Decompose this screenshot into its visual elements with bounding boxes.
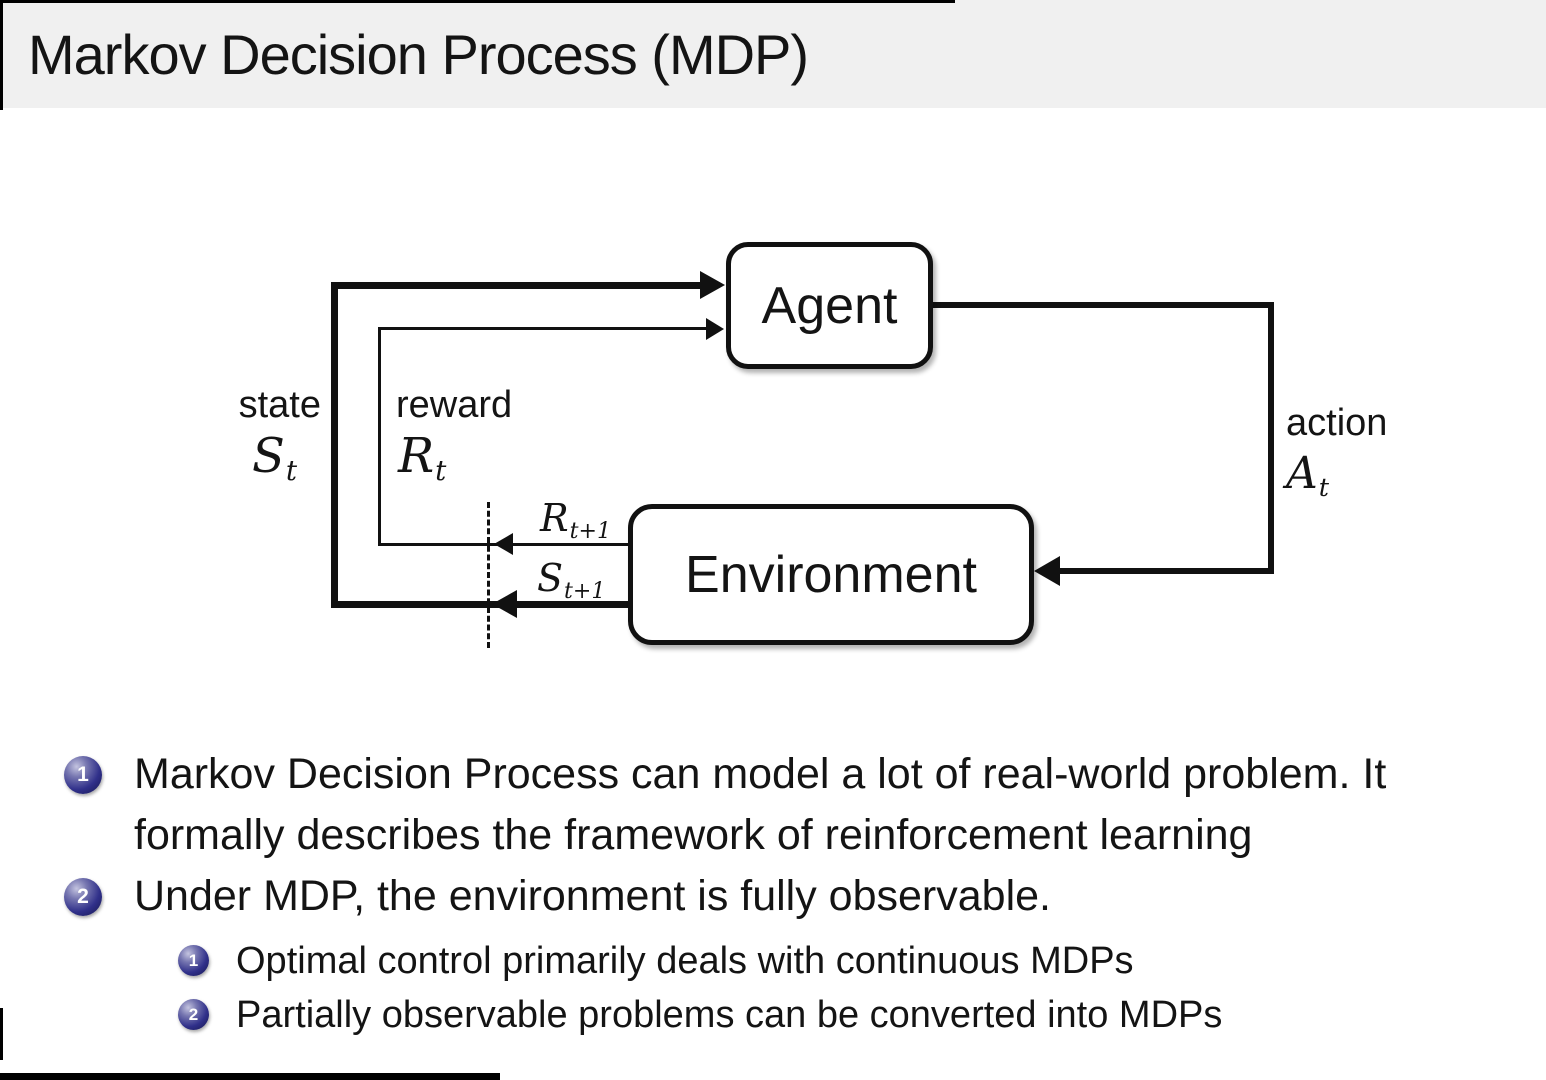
agent-label: Agent [761, 276, 898, 335]
sub-bullet-item-2: 2 Partially observable problems can be c… [178, 990, 1222, 1040]
environment-label: Environment [685, 545, 977, 604]
agent-to-action-line [928, 302, 1274, 308]
bullet-text: Under MDP, the environment is fully obse… [134, 872, 1051, 920]
state-symbol: St [252, 428, 298, 488]
state-to-agent-line [331, 282, 703, 289]
reward-to-agent-line [378, 327, 709, 330]
reward-next-symbol: Rt+1 [540, 496, 611, 544]
reward-label: reward [396, 384, 513, 426]
sub-bullet-number-badge: 1 [178, 945, 209, 976]
sub-bullet-text: Partially observable problems can be con… [236, 994, 1223, 1036]
reward-return-arrowhead-icon [494, 533, 513, 555]
state-loop-vertical-line [331, 282, 338, 608]
sub-bullet-item-1: 1 Optimal control primarily deals with c… [178, 936, 1134, 986]
state-label: state [238, 384, 321, 426]
state-to-agent-arrowhead-icon [700, 271, 725, 299]
action-to-environment-line [1050, 568, 1274, 574]
bullet-text: Markov Decision Process can model a lot … [134, 750, 1387, 859]
bullet-number-badge: 1 [64, 756, 102, 794]
title-bar: Markov Decision Process (MDP) [0, 0, 1546, 108]
frame-edge-left-bottom [0, 1008, 3, 1060]
reward-loop-vertical-line [378, 327, 381, 546]
bullet-number-badge: 2 [64, 878, 102, 916]
agent-box: Agent [726, 242, 933, 369]
frame-edge-top [0, 0, 955, 3]
sub-bullet-number-badge: 2 [178, 999, 209, 1030]
bullet-item-1: 1 Markov Decision Process can model a lo… [64, 744, 1386, 866]
slide-title: Markov Decision Process (MDP) [28, 23, 809, 86]
reward-to-agent-arrowhead-icon [706, 318, 724, 340]
state-return-arrowhead-icon [492, 590, 517, 618]
action-symbol: At [1286, 448, 1330, 503]
frame-edge-bottom [0, 1073, 500, 1080]
frame-edge-left-top [0, 0, 3, 110]
state-next-symbol: St+1 [537, 556, 606, 604]
environment-box: Environment [628, 504, 1034, 645]
action-loop-vertical-line [1268, 302, 1274, 574]
reward-symbol: Rt [398, 428, 447, 488]
time-step-dashed-line [487, 502, 490, 648]
bullet-item-2: 2 Under MDP, the environment is fully ob… [64, 866, 1051, 927]
action-to-environment-arrowhead-icon [1034, 556, 1060, 586]
sub-bullet-text: Optimal control primarily deals with con… [236, 940, 1134, 982]
state-return-line [331, 601, 628, 608]
action-label: action [1286, 402, 1388, 444]
